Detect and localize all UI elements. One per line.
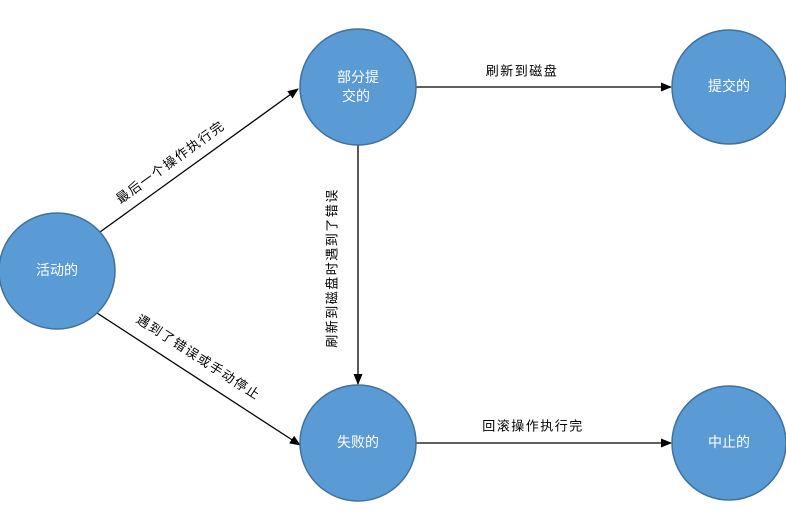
node-partially-committed-circle [299,28,417,146]
node-failed-circle [299,384,417,502]
edge-active-to-partially-committed [99,88,299,233]
node-active-label: 活动的 [36,263,78,279]
node-active-circle [0,212,116,330]
node-partially-committed-label-line-2: 交的 [342,88,370,105]
edge-label-partially-committed-to-committed: 刷新到磁盘 [486,64,559,80]
node-failed-label: 失败的 [337,435,379,451]
node-committed: 提交的 [671,29,786,145]
edge-label-active-to-partially-committed: 最后一个操作执行完 [113,118,228,208]
node-committed-label: 提交的 [708,78,750,95]
edge-label-failed-to-aborted: 回滚操作执行完 [482,419,584,435]
node-partially-committed: 部分提 交的 [299,28,417,146]
node-failed: 失败的 [299,384,417,502]
node-active: 活动的 [0,212,116,330]
edge-label-active-to-failed: 遇到了错误或手动停止 [133,311,263,403]
edges [96,82,672,448]
edge-label-partially-committed-to-failed: 刷新到磁盘时遇到了错误 [325,188,341,348]
node-committed-circle [671,29,786,145]
node-aborted-circle [671,385,786,501]
node-aborted: 中止的 [671,385,786,501]
node-aborted-label: 中止的 [708,435,750,451]
node-partially-committed-label-line-1: 部分提 [337,70,379,86]
edge-active-to-failed [96,312,301,446]
